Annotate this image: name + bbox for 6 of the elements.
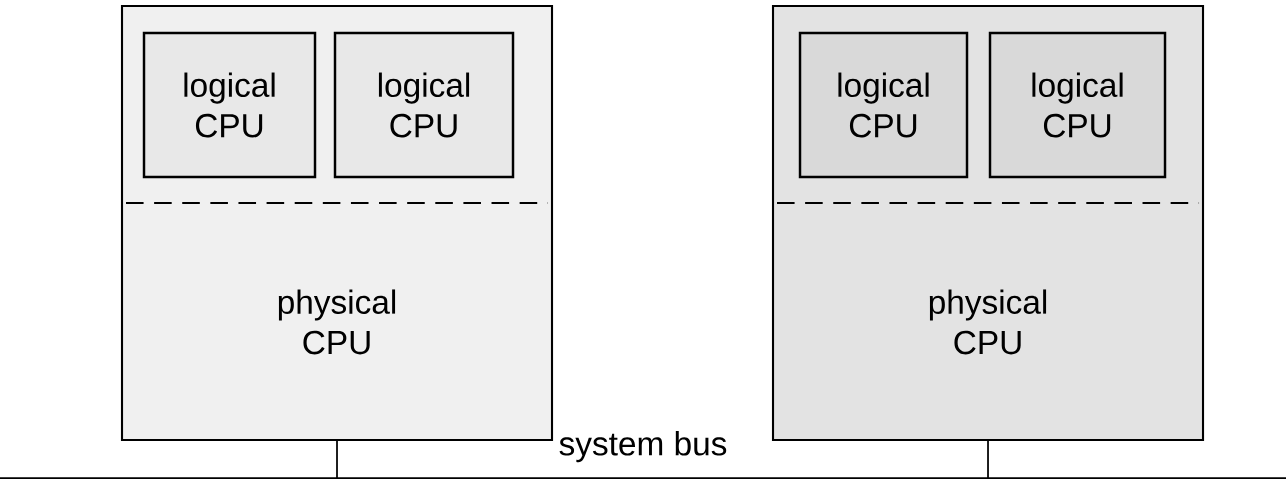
bus-line [987,440,989,479]
bus-line [336,440,338,479]
logical-cpu-box: logical CPU [798,31,969,179]
logical-cpu-box: logical CPU [988,31,1167,179]
logical-cpu-box: logical CPU [333,31,515,179]
logical-cpu-box: logical CPU [142,31,317,179]
